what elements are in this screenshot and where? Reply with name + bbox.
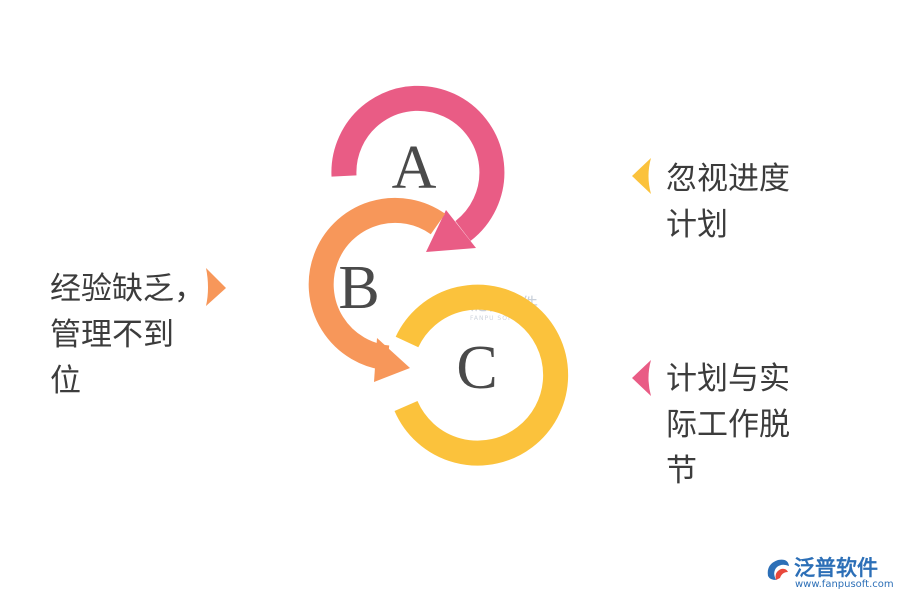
brand-logo: 泛普软件 www.fanpusoft.com <box>762 552 894 596</box>
ring-a-letter: A <box>392 134 437 202</box>
ring-b-arrowhead <box>374 338 410 382</box>
logo-name: 泛普软件 <box>794 556 878 580</box>
ring-c-arc <box>394 284 569 466</box>
logo-icon <box>767 559 789 580</box>
marker-left-icon <box>206 268 226 306</box>
label-right-bottom: 计划与实 际工作脱 节 <box>666 361 790 489</box>
ring-a-arc <box>331 85 505 241</box>
logo-url: www.fanpusoft.com <box>795 579 894 590</box>
marker-right-top-icon <box>632 158 651 194</box>
marker-right-bottom-icon <box>632 360 651 396</box>
label-left: 经验缺乏， 管理不到 位 <box>50 271 205 399</box>
label-right-top: 忽视进度 计划 <box>666 161 790 243</box>
ring-b-letter: B <box>338 254 379 322</box>
ring-a-arrowhead <box>426 210 476 252</box>
ring-b-arc <box>308 197 446 371</box>
ring-c: C <box>394 284 569 466</box>
ring-b: B <box>308 197 446 382</box>
ring-a: A <box>331 85 505 252</box>
ring-c-letter: C <box>456 334 497 402</box>
watermark-sub: FANPU SOFTWARE <box>470 315 539 322</box>
